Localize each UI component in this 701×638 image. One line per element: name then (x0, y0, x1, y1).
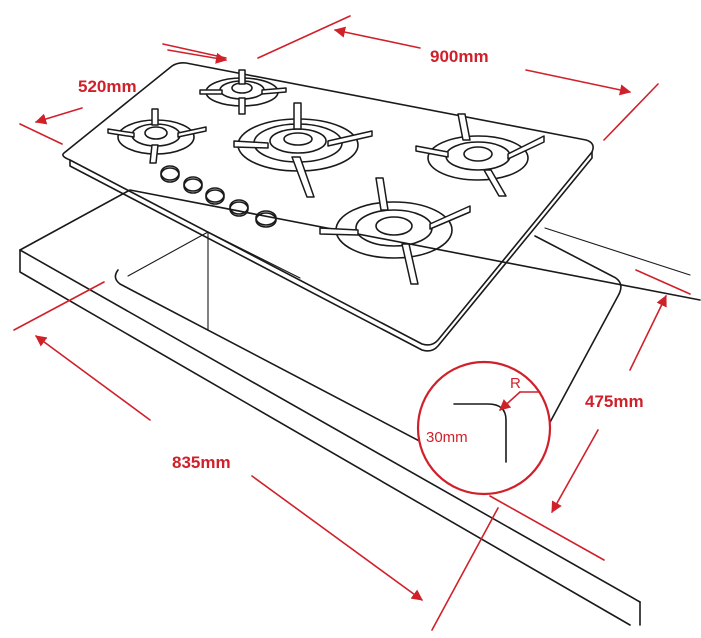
countertop (19, 189, 701, 626)
burner-center-wok (233, 102, 373, 198)
corner-radius-detail: R 30mm (416, 360, 552, 496)
label-hob-width: 900mm (430, 47, 489, 66)
burner-front (319, 177, 471, 285)
dimension-cutout-depth: 475mm (489, 269, 691, 561)
burner-left (107, 108, 207, 164)
control-knobs (160, 165, 277, 228)
label-corner-radius: R (510, 375, 521, 392)
knob-3 (205, 187, 225, 205)
label-corner-radius-value: 30mm (426, 429, 468, 446)
dimension-hob-depth: 520mm (19, 43, 228, 145)
knob-4 (229, 199, 249, 217)
label-cutout-width: 835mm (172, 453, 231, 472)
label-cutout-depth: 475mm (585, 392, 644, 411)
burner-right (415, 113, 545, 197)
knob-5 (255, 210, 277, 228)
label-hob-depth: 520mm (78, 77, 137, 96)
hob-top (62, 62, 594, 352)
burner-rear-left (199, 69, 287, 115)
dimension-cutout-width: 835mm (13, 281, 499, 631)
knob-2 (183, 176, 203, 194)
knob-1 (160, 165, 180, 183)
dimension-hob-width: 900mm (257, 15, 659, 141)
